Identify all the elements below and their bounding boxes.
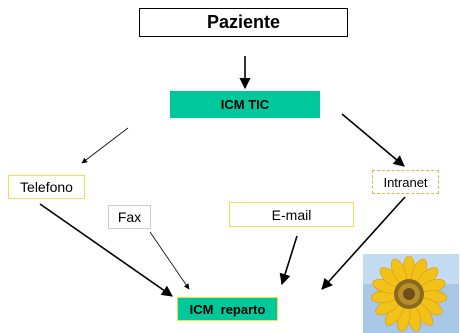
node-email-label: E-mail — [271, 206, 312, 223]
node-email: E-mail — [229, 202, 354, 227]
node-intranet: Intranet — [372, 170, 439, 194]
node-intranet-label: Intranet — [383, 174, 428, 190]
sunflower-photo-icon — [363, 254, 459, 333]
node-paziente-label: Paziente — [206, 12, 281, 32]
node-icm-tic-label: ICM TIC — [220, 97, 270, 112]
arrow-fax-to-icm-reparto — [149, 231, 190, 290]
arrow-telefono-to-icm-reparto — [39, 203, 173, 297]
node-telefono: Telefono — [8, 175, 85, 199]
arrow-intranet-to-icm-reparto — [321, 196, 406, 290]
arrow-icm-tic-to-telefono — [81, 127, 129, 164]
node-fax: Fax — [108, 205, 151, 229]
node-icm-tic: ICM TIC — [170, 91, 320, 118]
node-fax-label: Fax — [117, 209, 142, 225]
node-telefono-label: Telefono — [20, 179, 73, 195]
node-paziente: Paziente — [139, 8, 348, 37]
arrow-email-to-icm-reparto — [279, 235, 298, 286]
node-icm-reparto: ICM reparto — [177, 297, 278, 321]
arrow-icm-tic-to-intranet — [341, 113, 405, 167]
node-icm-reparto-label: ICM reparto — [189, 301, 266, 317]
